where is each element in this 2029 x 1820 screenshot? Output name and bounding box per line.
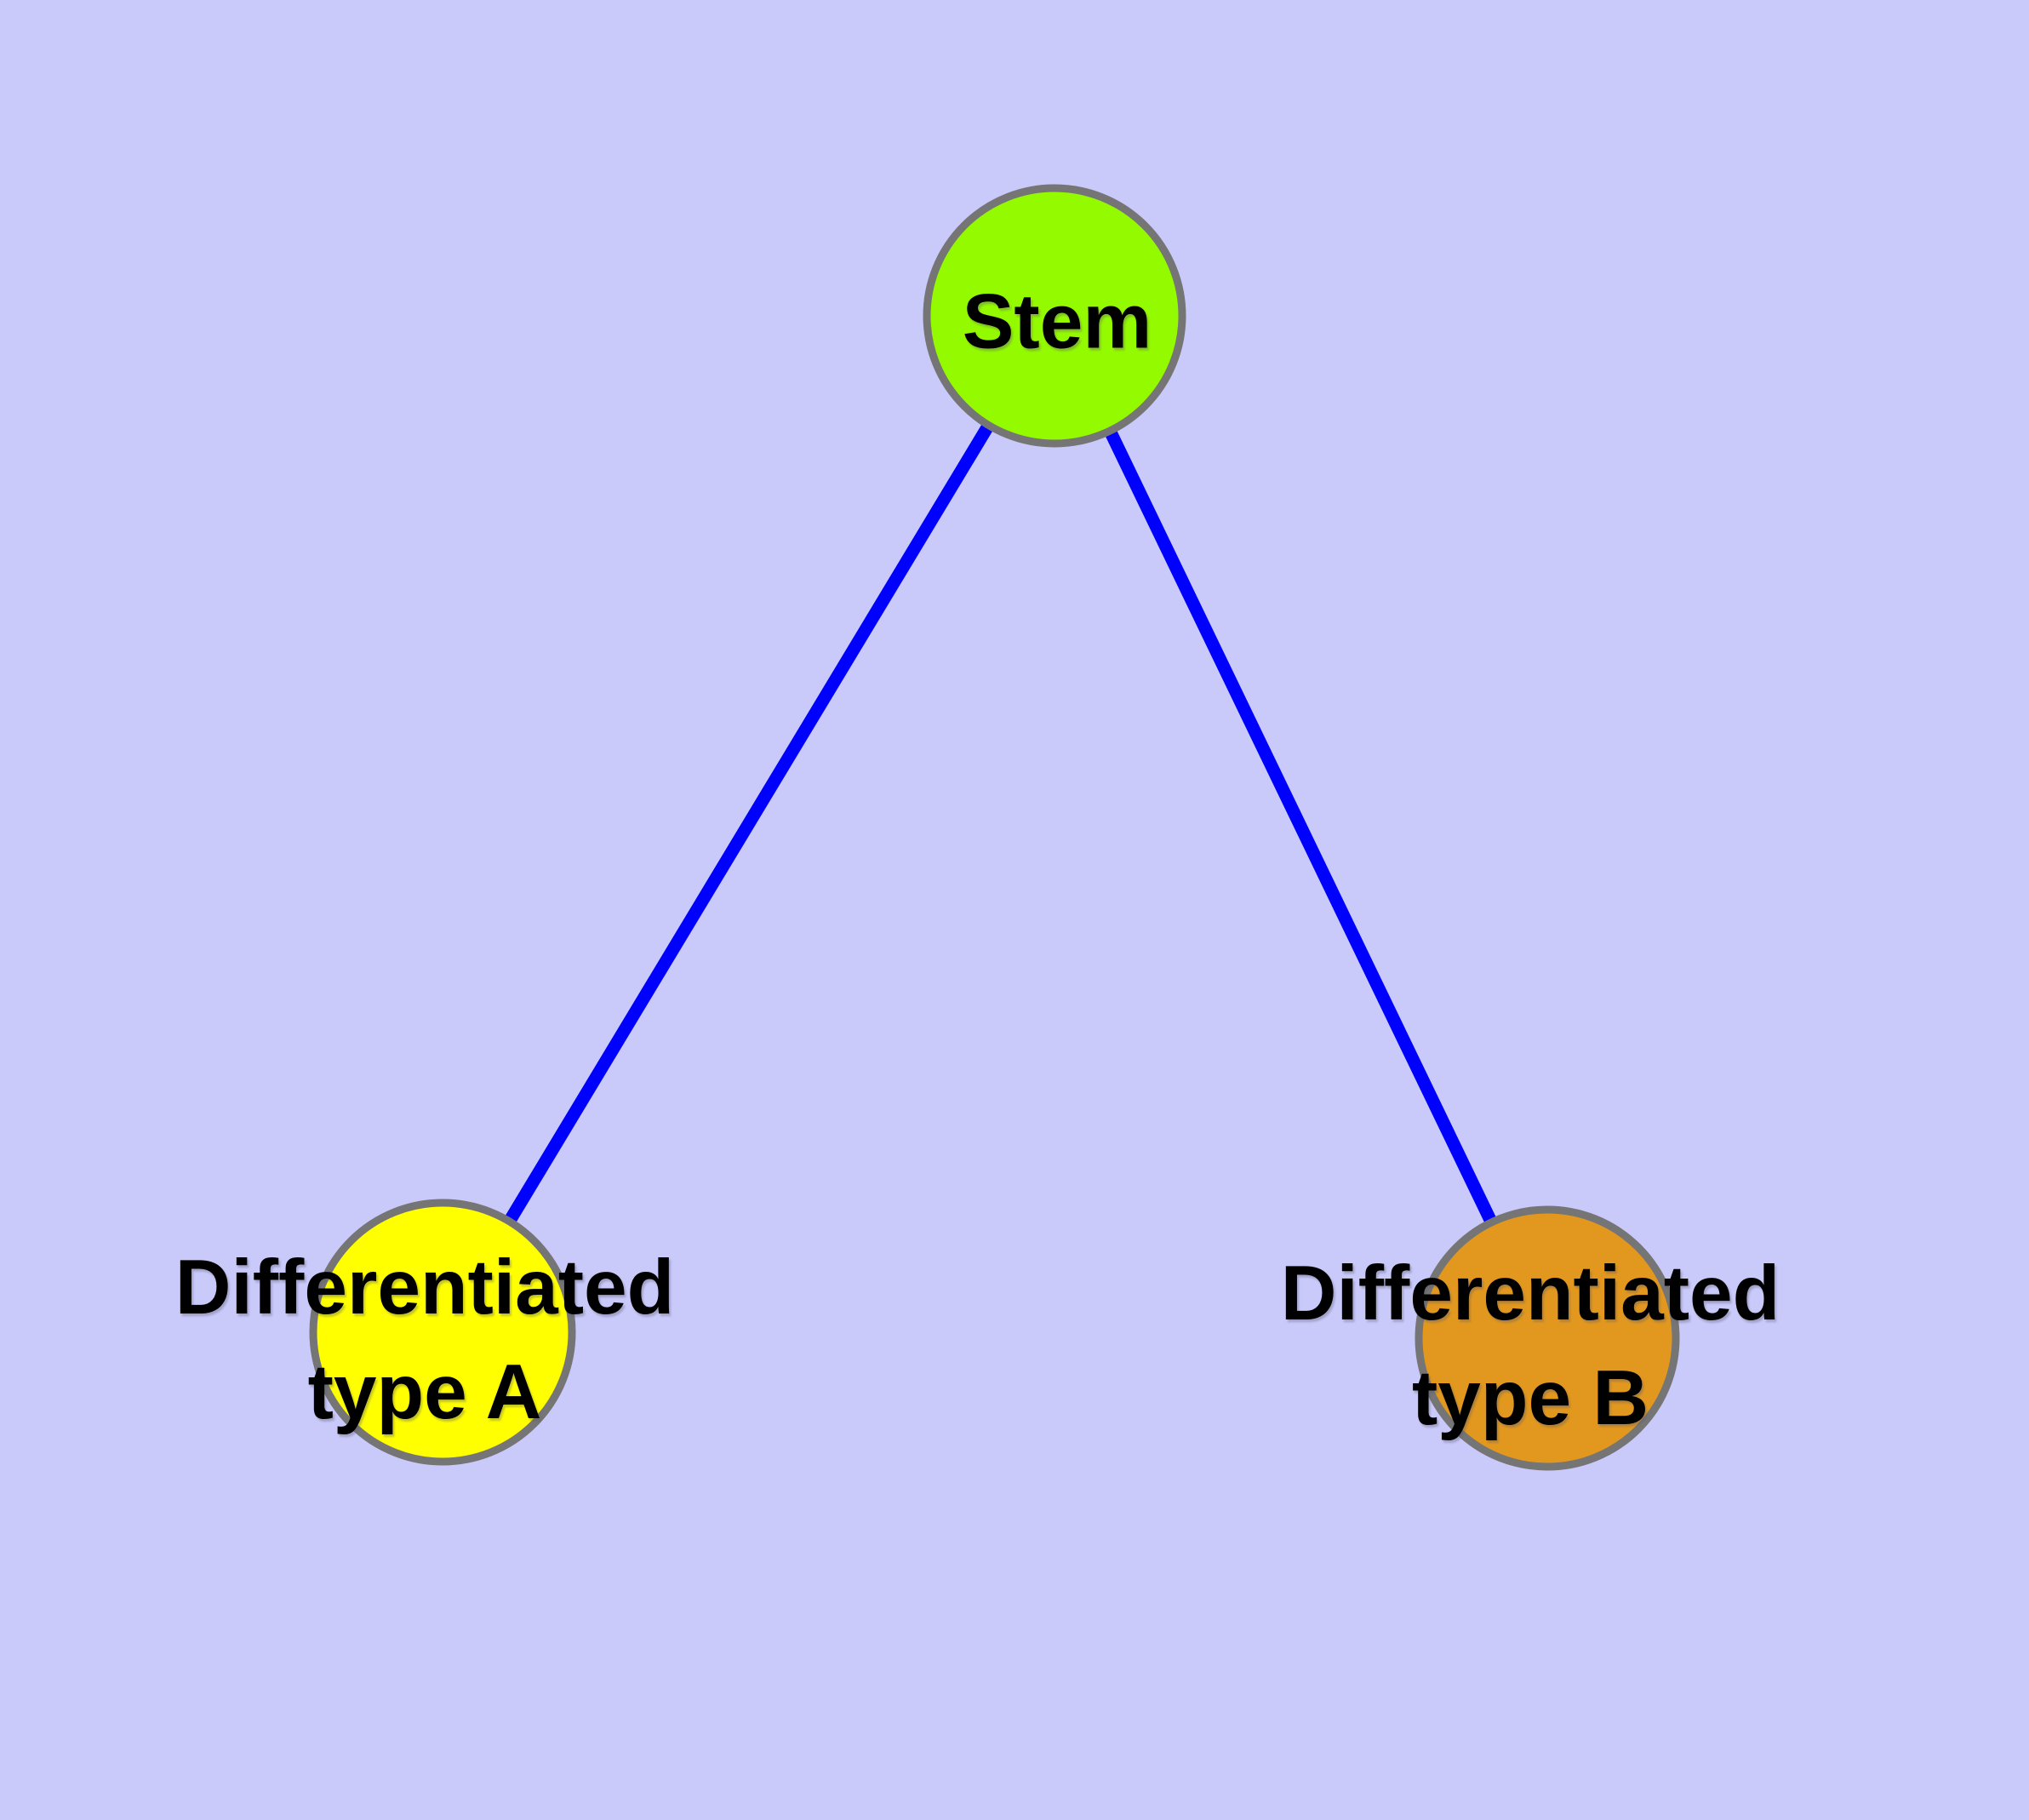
- edge-stem-to-type-a: [437, 312, 1060, 1336]
- node-type-a-circle: [309, 1199, 576, 1466]
- node-type-b-circle: [1415, 1205, 1680, 1471]
- node-stem-circle: [923, 184, 1186, 448]
- edge-stem-to-type-b: [1049, 312, 1553, 1342]
